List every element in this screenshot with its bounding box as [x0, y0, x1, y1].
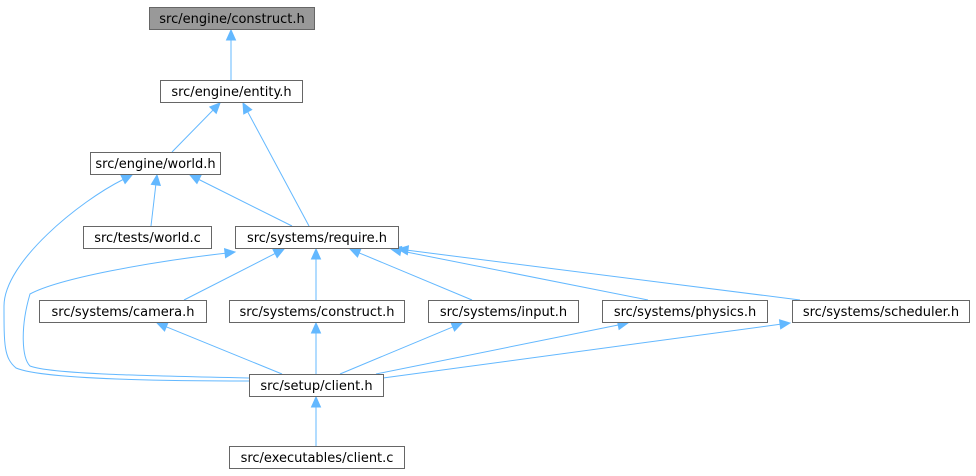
edge-client_h-to-sys_construct: [310, 321, 322, 374]
arrowhead-icon: [188, 174, 202, 185]
node-box: [39, 300, 207, 323]
node-require[interactable]: src/systems/require.h: [235, 226, 399, 249]
node-entity[interactable]: src/engine/entity.h: [160, 80, 303, 103]
edge-line: [407, 249, 801, 301]
node-label: src/systems/construct.h: [240, 305, 395, 320]
node-label: src/tests/world.c: [94, 231, 201, 246]
node-box: [428, 300, 579, 323]
edge-line: [247, 111, 310, 227]
node-box: [83, 226, 212, 249]
edge-camera-to-require: [183, 248, 286, 301]
arrowhead-icon: [396, 245, 410, 256]
node-scheduler[interactable]: src/systems/scheduler.h: [792, 300, 970, 323]
node-box: [249, 374, 384, 397]
node-box: [235, 226, 399, 249]
nodes-layer: src/engine/construct.h src/engine/entity.…: [39, 7, 970, 469]
edge-client_h-to-scheduler: [382, 319, 792, 379]
arrowhead-icon: [155, 322, 169, 332]
edge-client_h-to-input: [339, 322, 464, 375]
arrowhead-icon: [225, 28, 237, 41]
node-tests-world[interactable]: src/tests/world.c: [83, 226, 212, 249]
node-construct: src/engine/construct.h: [149, 7, 315, 30]
edge-client_h-to-require: [22, 247, 250, 379]
arrowhead-icon: [310, 395, 322, 408]
arrowhead-icon: [348, 248, 362, 258]
arrowhead-icon: [310, 321, 322, 334]
node-box: [160, 80, 303, 103]
node-world[interactable]: src/engine/world.h: [90, 152, 221, 175]
arrowhead-icon: [778, 319, 792, 330]
node-label: src/systems/scheduler.h: [803, 305, 959, 320]
edge-client_c-to-client_h: [310, 395, 322, 446]
edge-line: [3, 179, 250, 382]
edge-line: [375, 324, 619, 375]
edge-line: [359, 252, 473, 301]
node-box: [149, 7, 315, 30]
edge-line: [382, 323, 781, 379]
node-camera[interactable]: src/systems/camera.h: [39, 300, 207, 323]
edge-require-to-entity: [242, 101, 310, 227]
edge-entity-to-construct: [225, 28, 237, 80]
edge-require-to-world: [188, 174, 293, 227]
arrowhead-icon: [208, 102, 221, 115]
edge-line: [22, 252, 250, 379]
arrowhead-icon: [223, 247, 237, 259]
node-label: src/setup/client.h: [260, 379, 372, 394]
edge-client_h-to-physics: [375, 319, 630, 375]
node-sys-construct[interactable]: src/systems/construct.h: [229, 300, 405, 323]
node-label: src/engine/world.h: [95, 157, 215, 172]
node-physics[interactable]: src/systems/physics.h: [602, 300, 768, 323]
arrowhead-icon: [310, 247, 322, 260]
arrowhead-icon: [242, 101, 253, 115]
node-box: [229, 300, 405, 323]
node-label: src/systems/camera.h: [52, 305, 195, 320]
edge-client_h-to-camera: [155, 322, 283, 375]
node-box: [602, 300, 768, 323]
node-label: src/executables/client.c: [241, 451, 394, 466]
edge-physics-to-require: [389, 245, 649, 301]
edge-line: [150, 184, 157, 227]
node-label: src/systems/physics.h: [614, 305, 756, 320]
arrowhead-icon: [120, 174, 134, 185]
edge-scheduler-to-require: [396, 245, 801, 301]
arrowhead-icon: [450, 322, 464, 332]
node-label: src/engine/construct.h: [159, 12, 305, 27]
node-input[interactable]: src/systems/input.h: [428, 300, 579, 323]
node-box: [90, 152, 221, 175]
node-box: [229, 446, 405, 469]
node-label: src/engine/entity.h: [171, 85, 291, 100]
edge-line: [183, 253, 276, 301]
arrowhead-icon: [272, 248, 286, 259]
edge-line: [339, 326, 453, 375]
node-label: src/systems/input.h: [440, 305, 567, 320]
edge-sys_construct-to-require: [310, 247, 322, 300]
node-box: [792, 300, 970, 323]
edge-line: [400, 250, 649, 301]
arrowhead-icon: [150, 173, 162, 187]
node-client-h[interactable]: src/setup/client.h: [249, 374, 384, 397]
edge-line: [171, 109, 214, 153]
edge-line: [198, 179, 293, 227]
edge-tests_world-to-world: [150, 173, 162, 227]
node-client-c[interactable]: src/executables/client.c: [229, 446, 405, 469]
node-label: src/systems/require.h: [247, 231, 387, 246]
edge-line: [166, 326, 283, 375]
edge-world-to-entity: [171, 102, 221, 153]
edge-client_h-to-world: [3, 174, 250, 382]
